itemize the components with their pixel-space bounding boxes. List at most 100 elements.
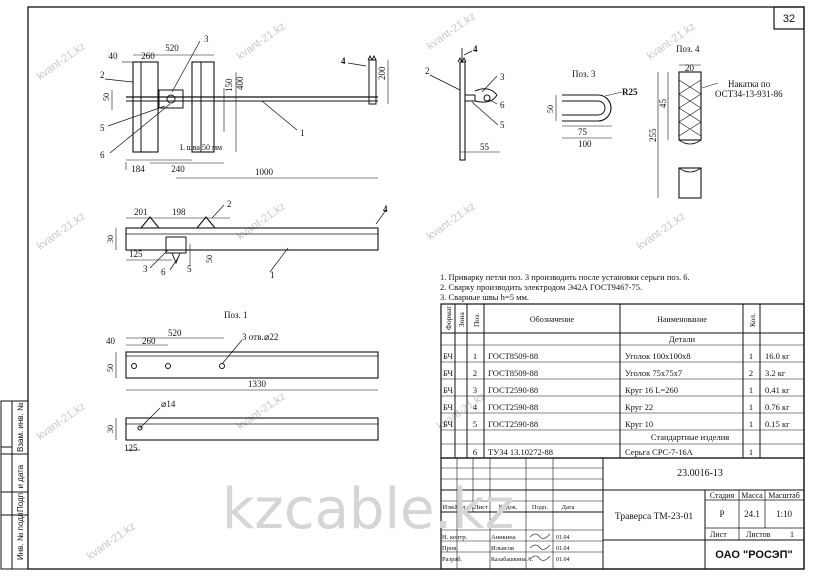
svg-text:5: 5 bbox=[100, 123, 105, 133]
svg-text:1330: 1330 bbox=[248, 379, 267, 389]
doc-number: 23.0016-13 bbox=[677, 468, 723, 479]
svg-text:255: 255 bbox=[648, 128, 658, 142]
svg-text:Подп.: Подп. bbox=[532, 504, 549, 511]
svg-text:4: 4 bbox=[383, 204, 388, 214]
svg-text:201: 201 bbox=[134, 207, 148, 217]
watermark: kvant-21.kz bbox=[635, 210, 688, 252]
svg-text:3: 3 bbox=[204, 34, 209, 44]
svg-text:L шва 50 мм: L шва 50 мм bbox=[180, 143, 222, 152]
svg-text:198: 198 bbox=[172, 207, 186, 217]
spec-cell-qty: 1 bbox=[749, 402, 753, 412]
spec-cell-pos: 4 bbox=[473, 402, 478, 412]
pos4-title: Поз. 4 bbox=[676, 44, 700, 54]
section-details: Детали bbox=[669, 334, 696, 344]
svg-text:1000: 1000 bbox=[255, 167, 274, 177]
svg-text:2: 2 bbox=[227, 199, 232, 209]
title-block bbox=[440, 457, 805, 570]
svg-text:ОСТ34-13-931-86: ОСТ34-13-931-86 bbox=[715, 89, 783, 99]
spec-cell-fmt: БЧ bbox=[443, 351, 453, 361]
drawing-title: Траверса ТМ-23-01 bbox=[615, 512, 693, 522]
pos3-view bbox=[555, 91, 623, 139]
svg-text:Р: Р bbox=[719, 509, 724, 519]
svg-text:520: 520 bbox=[168, 328, 182, 338]
svg-text:3: 3 bbox=[500, 72, 505, 82]
svg-text:260: 260 bbox=[142, 336, 156, 346]
svg-text:ТУ34 13.10272-88: ТУ34 13.10272-88 bbox=[488, 447, 553, 457]
spec-cell-note: 3.2 кг bbox=[765, 368, 786, 378]
svg-text:55: 55 bbox=[480, 142, 490, 152]
watermark: kvant-21.kz bbox=[35, 210, 88, 252]
svg-text:6: 6 bbox=[500, 100, 505, 110]
svg-text:20: 20 bbox=[685, 63, 695, 73]
watermark: kvant-21.kz bbox=[35, 400, 88, 442]
spec-cell-note: 0.76 кг bbox=[765, 402, 790, 412]
spec-cell-fmt: БЧ bbox=[443, 402, 453, 412]
site-watermark: kzcable.kz bbox=[222, 477, 514, 542]
watermark: kvant-21.kz bbox=[235, 200, 288, 242]
spec-cell-designation: ГОСТ2590-88 bbox=[488, 419, 538, 429]
spec-cell-designation: ГОСТ2590-88 bbox=[488, 385, 538, 395]
spec-cell-designation: ГОСТ8509-88 bbox=[488, 368, 538, 378]
spec-cell-note: 0.15 кг bbox=[765, 419, 790, 429]
spec-cell-note: 0.41 кг bbox=[765, 385, 790, 395]
svg-text:200: 200 bbox=[377, 66, 387, 80]
side-view bbox=[429, 48, 500, 161]
spec-cell-designation: ГОСТ8509-88 bbox=[488, 351, 538, 361]
svg-text:240: 240 bbox=[171, 164, 185, 174]
watermark: kvant-21.kz bbox=[235, 20, 288, 62]
spec-row-6: 6 ТУ34 13.10272-88 Серьга СРС-7-16А 1 bbox=[473, 447, 753, 457]
pos1-title: Поз. 1 bbox=[224, 310, 248, 320]
svg-text:6: 6 bbox=[100, 150, 105, 160]
svg-text:Изм.: Изм. bbox=[443, 504, 456, 511]
spec-cell-designation: ГОСТ2590-88 bbox=[488, 402, 538, 412]
svg-text:Масса: Масса bbox=[741, 491, 763, 500]
svg-text:40: 40 bbox=[106, 336, 116, 346]
spec-cell-name: Уголок 100x100x8 bbox=[625, 351, 691, 361]
spec-cell-name: Уголок 75x75x7 bbox=[625, 368, 682, 378]
svg-text:01.04: 01.04 bbox=[556, 535, 570, 541]
watermark: kvant-21.kz bbox=[425, 10, 478, 52]
technical-notes: 1. Приварку петли поз. 3 производить пос… bbox=[440, 272, 690, 302]
svg-text:01.04: 01.04 bbox=[556, 557, 570, 563]
spec-cell-name: Круг 16 L=260 bbox=[625, 385, 678, 395]
spec-cell-pos: 1 bbox=[473, 351, 477, 361]
svg-text:№ док.: № док. bbox=[498, 504, 518, 511]
svg-text:Листов: Листов bbox=[746, 530, 771, 539]
svg-text:1: 1 bbox=[790, 530, 794, 539]
svg-text:Стадия: Стадия bbox=[710, 491, 735, 500]
spec-cell-fmt: БЧ bbox=[443, 419, 453, 429]
svg-text:150: 150 bbox=[224, 78, 234, 92]
svg-text:Формат: Формат bbox=[444, 305, 453, 330]
top-view-dims: 520 260 40 3 2 50 5 6 184 240 150 400 L … bbox=[100, 34, 387, 177]
spec-cell-qty: 1 bbox=[749, 385, 753, 395]
top-view bbox=[104, 40, 389, 179]
svg-text:2: 2 bbox=[425, 66, 430, 76]
svg-text:1: 1 bbox=[270, 270, 275, 280]
pos1-labels: Поз. 1 520 260 40 3 отв. ⌀22 50 1330 ⌀14… bbox=[106, 310, 278, 453]
svg-text:Лист: Лист bbox=[474, 504, 488, 511]
svg-text:4: 4 bbox=[473, 44, 478, 54]
title-block-text: 23.0016-13 Изм. Кол.уч. Лист № док. Подп… bbox=[442, 468, 800, 563]
svg-text:1: 1 bbox=[749, 447, 753, 457]
svg-text:Пров.: Пров. bbox=[442, 545, 458, 552]
spec-cell-note: 16.0 кг bbox=[765, 351, 790, 361]
front-view bbox=[115, 204, 387, 273]
svg-text:50: 50 bbox=[546, 105, 555, 113]
pos4-view bbox=[657, 64, 719, 199]
svg-text:Кол.: Кол. bbox=[748, 313, 757, 327]
svg-text:Н. контр.: Н. контр. bbox=[442, 534, 468, 541]
note-2: 2. Сварку производить электродом Э42А ГО… bbox=[440, 282, 642, 292]
svg-text:Дата: Дата bbox=[562, 504, 575, 511]
spec-table-text: Формат Зона Поз. Обозначение Наименовани… bbox=[444, 305, 757, 442]
note-1: 1. Приварку петли поз. 3 производить пос… bbox=[440, 272, 690, 282]
svg-text:184: 184 bbox=[131, 164, 145, 174]
note-3: 3. Сварные швы h=5 мм. bbox=[440, 292, 529, 302]
pos1-view bbox=[115, 337, 379, 451]
watermark: kvant-21.kz bbox=[85, 520, 138, 562]
svg-text:01.04: 01.04 bbox=[556, 546, 570, 552]
svg-text:Масштаб: Масштаб bbox=[768, 491, 800, 500]
svg-text:Серьга СРС-7-16А: Серьга СРС-7-16А bbox=[625, 447, 694, 457]
watermark: kvant-21.kz bbox=[35, 40, 88, 82]
outer-frame bbox=[27, 6, 805, 570]
